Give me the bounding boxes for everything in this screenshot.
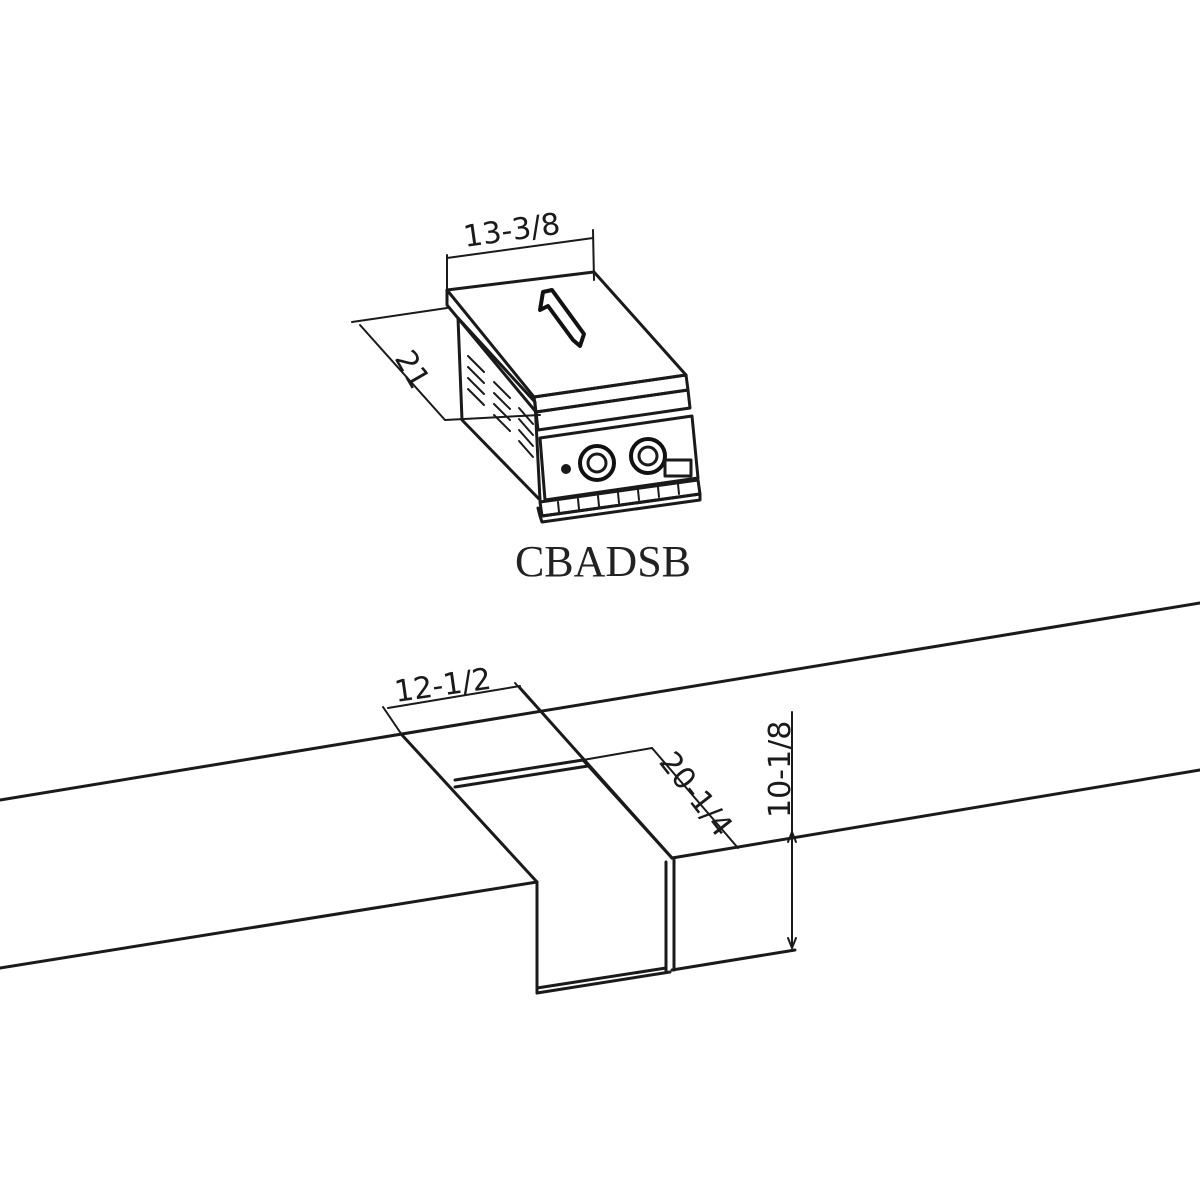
cutout-depth-label: 20-1/4 — [652, 745, 739, 843]
cutout-back-ledge-inner — [453, 764, 590, 789]
cutout-depth-dim-ext-top — [582, 747, 653, 761]
cutout-height-arrow-bottom — [787, 937, 797, 949]
burner-knob-left-ring — [586, 452, 608, 474]
base-plate — [536, 492, 702, 524]
cutout-floor-back — [535, 966, 668, 990]
burner-knob-right-ring — [637, 445, 659, 467]
cutout-width-dim-ext-left — [382, 706, 403, 736]
burner-knob-left — [578, 444, 616, 482]
cutout-depth-dim-line — [651, 747, 739, 849]
cutout-back-ledge — [453, 758, 674, 860]
lid-handle — [538, 288, 586, 348]
cutout-left-edge — [400, 733, 539, 884]
front-trim — [534, 388, 692, 432]
counter-bottom-right — [670, 948, 797, 972]
counter-front-top-left — [0, 880, 539, 970]
side-burner-unit — [351, 229, 702, 524]
igniter-button — [561, 464, 571, 474]
model-name: CBADSB — [515, 537, 691, 586]
burner-knob-right — [629, 437, 667, 475]
body-side-panel — [456, 316, 542, 502]
cutout-width-label: 12-1/2 — [392, 662, 493, 710]
cutout-height-label: 10-1/8 — [763, 721, 798, 818]
cutout-width-dim-line — [387, 685, 521, 709]
bezel-tick-marks — [557, 483, 680, 513]
cutout-right-rear-edge — [518, 686, 674, 860]
product-width-label: 13-3/8 — [461, 207, 562, 255]
counter-front-top-right — [670, 768, 1200, 860]
product-depth-label: 21 — [387, 345, 436, 396]
width-dim-line — [446, 237, 594, 259]
countertop-island — [0, 601, 1200, 995]
depth-dim-ext-bottom — [444, 414, 541, 421]
cutout-floor-front — [535, 970, 672, 995]
counter-back-edge — [0, 601, 1200, 802]
depth-dim-line — [359, 324, 446, 421]
control-light — [663, 458, 693, 478]
control-panel — [538, 414, 700, 502]
depth-dim-ext-top — [351, 307, 448, 323]
